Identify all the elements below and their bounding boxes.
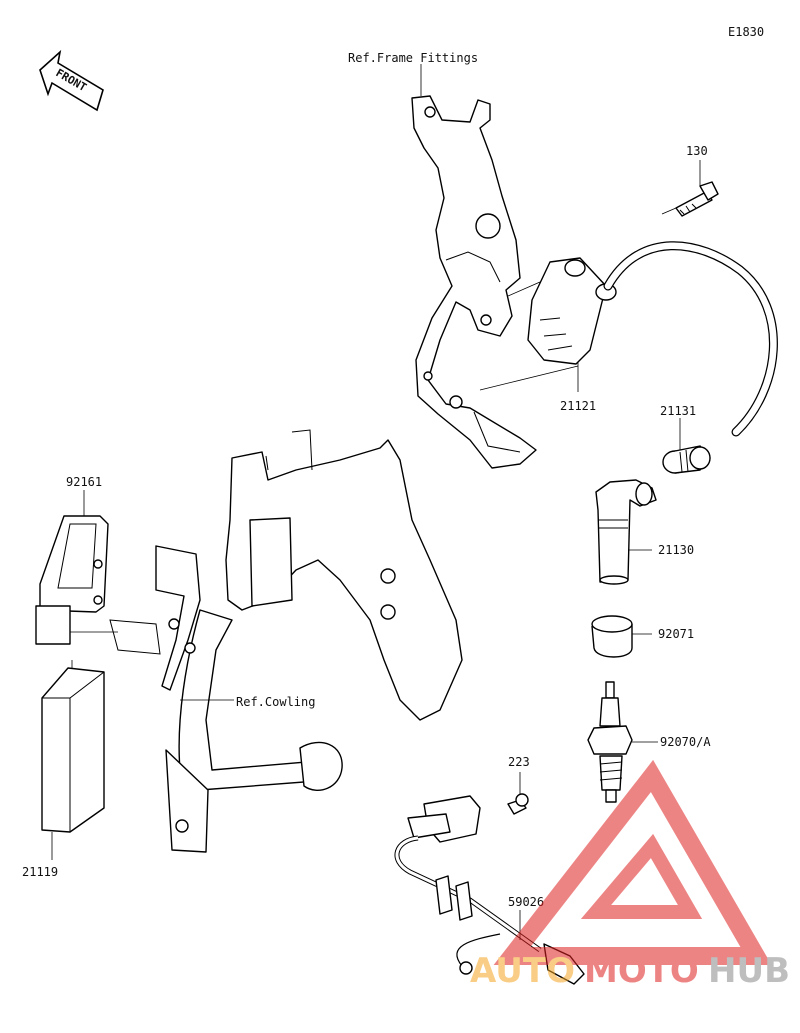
part-label-92161: 92161 bbox=[66, 475, 102, 489]
frame-stay bbox=[109, 429, 463, 853]
ref-frame-fittings-label: Ref.Frame Fittings bbox=[348, 51, 478, 65]
watermark-moto: MOTO bbox=[584, 951, 699, 991]
screw-223 bbox=[507, 793, 529, 815]
watermark-auto: AUTO bbox=[470, 951, 575, 991]
ecu-21119 bbox=[41, 667, 105, 833]
ecu-holder-92161 bbox=[35, 515, 109, 645]
plug-cap-21130 bbox=[595, 479, 657, 585]
part-label-21131: 21131 bbox=[660, 404, 696, 418]
part-label-130: 130 bbox=[686, 144, 708, 158]
watermark-hub: HUB bbox=[708, 951, 790, 991]
part-label-21121: 21121 bbox=[560, 399, 596, 413]
part-label-21119: 21119 bbox=[22, 865, 58, 879]
leader-lines bbox=[51, 64, 701, 940]
frame-fittings-bracket bbox=[411, 95, 537, 469]
cap-holder-21131 bbox=[662, 445, 711, 474]
part-label-92070a: 92070/A bbox=[660, 735, 711, 749]
spark-plug-92070 bbox=[587, 681, 633, 803]
ref-cowling-label: Ref.Cowling bbox=[236, 695, 315, 709]
part-label-59026: 59026 bbox=[508, 895, 544, 909]
watermark-logo: AUTO MOTO HUB bbox=[470, 759, 790, 991]
diagram-code: E1830 bbox=[728, 25, 764, 39]
front-arrow-icon: FRONT bbox=[39, 49, 104, 112]
bolt-130 bbox=[675, 181, 719, 217]
harness-59026 bbox=[394, 795, 585, 985]
seal-92071 bbox=[591, 615, 633, 658]
part-label-21130: 21130 bbox=[658, 543, 694, 557]
ignition-coil bbox=[527, 257, 617, 365]
part-label-223: 223 bbox=[508, 755, 530, 769]
part-label-92071: 92071 bbox=[658, 627, 694, 641]
